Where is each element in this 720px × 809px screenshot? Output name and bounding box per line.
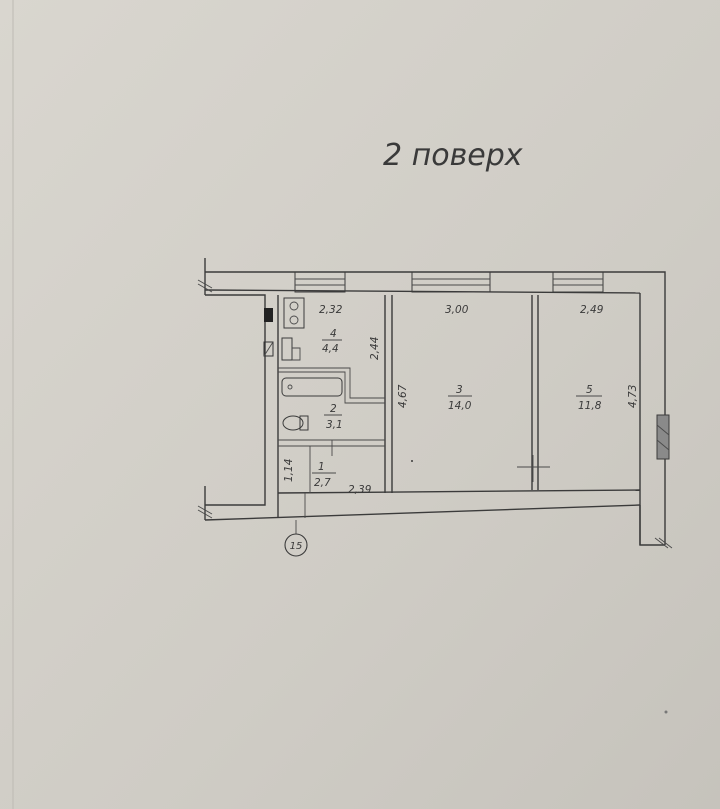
room-1-number: 1 — [318, 461, 325, 473]
room-3: 3,00 4,67 3 14,0 — [397, 304, 472, 412]
room-2-area: 3,1 — [326, 419, 343, 431]
paper-speck — [664, 710, 668, 714]
room-4-area: 4,4 — [322, 343, 339, 355]
room-5-number: 5 — [586, 384, 593, 396]
interior-partitions — [278, 295, 539, 493]
room-3-number: 3 — [456, 384, 463, 396]
ventilation-icons — [263, 308, 274, 357]
kitchen-sink-icon — [281, 337, 301, 361]
room-5-dim-width: 2,49 — [580, 304, 604, 316]
room-2-number: 2 — [330, 403, 337, 415]
bathtub-icon — [281, 377, 343, 397]
room-4-number: 4 — [330, 328, 337, 340]
room-1-area: 2,7 — [314, 477, 331, 489]
room-1-dim-width: 2,39 — [348, 484, 372, 496]
toilet-icon — [282, 415, 309, 431]
room-5-area: 11,8 — [578, 400, 602, 412]
plan-title: 2 поверх — [383, 138, 523, 173]
room-1: 1,14 1 2,7 2,39 — [283, 459, 372, 496]
room-3-dim-width: 3,00 — [445, 304, 469, 316]
room-4: 2,32 4 4,4 2,44 — [319, 304, 381, 360]
room-4-dim-depth: 2,44 — [369, 337, 381, 360]
room-4-dim-width: 2,32 — [319, 304, 343, 316]
axis-marker: 15 — [284, 520, 308, 557]
door-markers — [304, 440, 550, 518]
room-3-dim-depth: 4,67 — [397, 384, 409, 408]
room-5-dim-depth: 4,73 — [627, 385, 639, 408]
kitchen-stove-icon — [283, 297, 305, 329]
room-1-dim-depth: 1,14 — [283, 459, 295, 482]
room-2: 2 3,1 — [324, 403, 343, 431]
windows — [294, 271, 670, 460]
room-5: 2,49 5 11,8 4,73 — [576, 304, 639, 412]
room-3-area: 14,0 — [448, 400, 472, 412]
axis-marker-label: 15 — [290, 541, 303, 552]
